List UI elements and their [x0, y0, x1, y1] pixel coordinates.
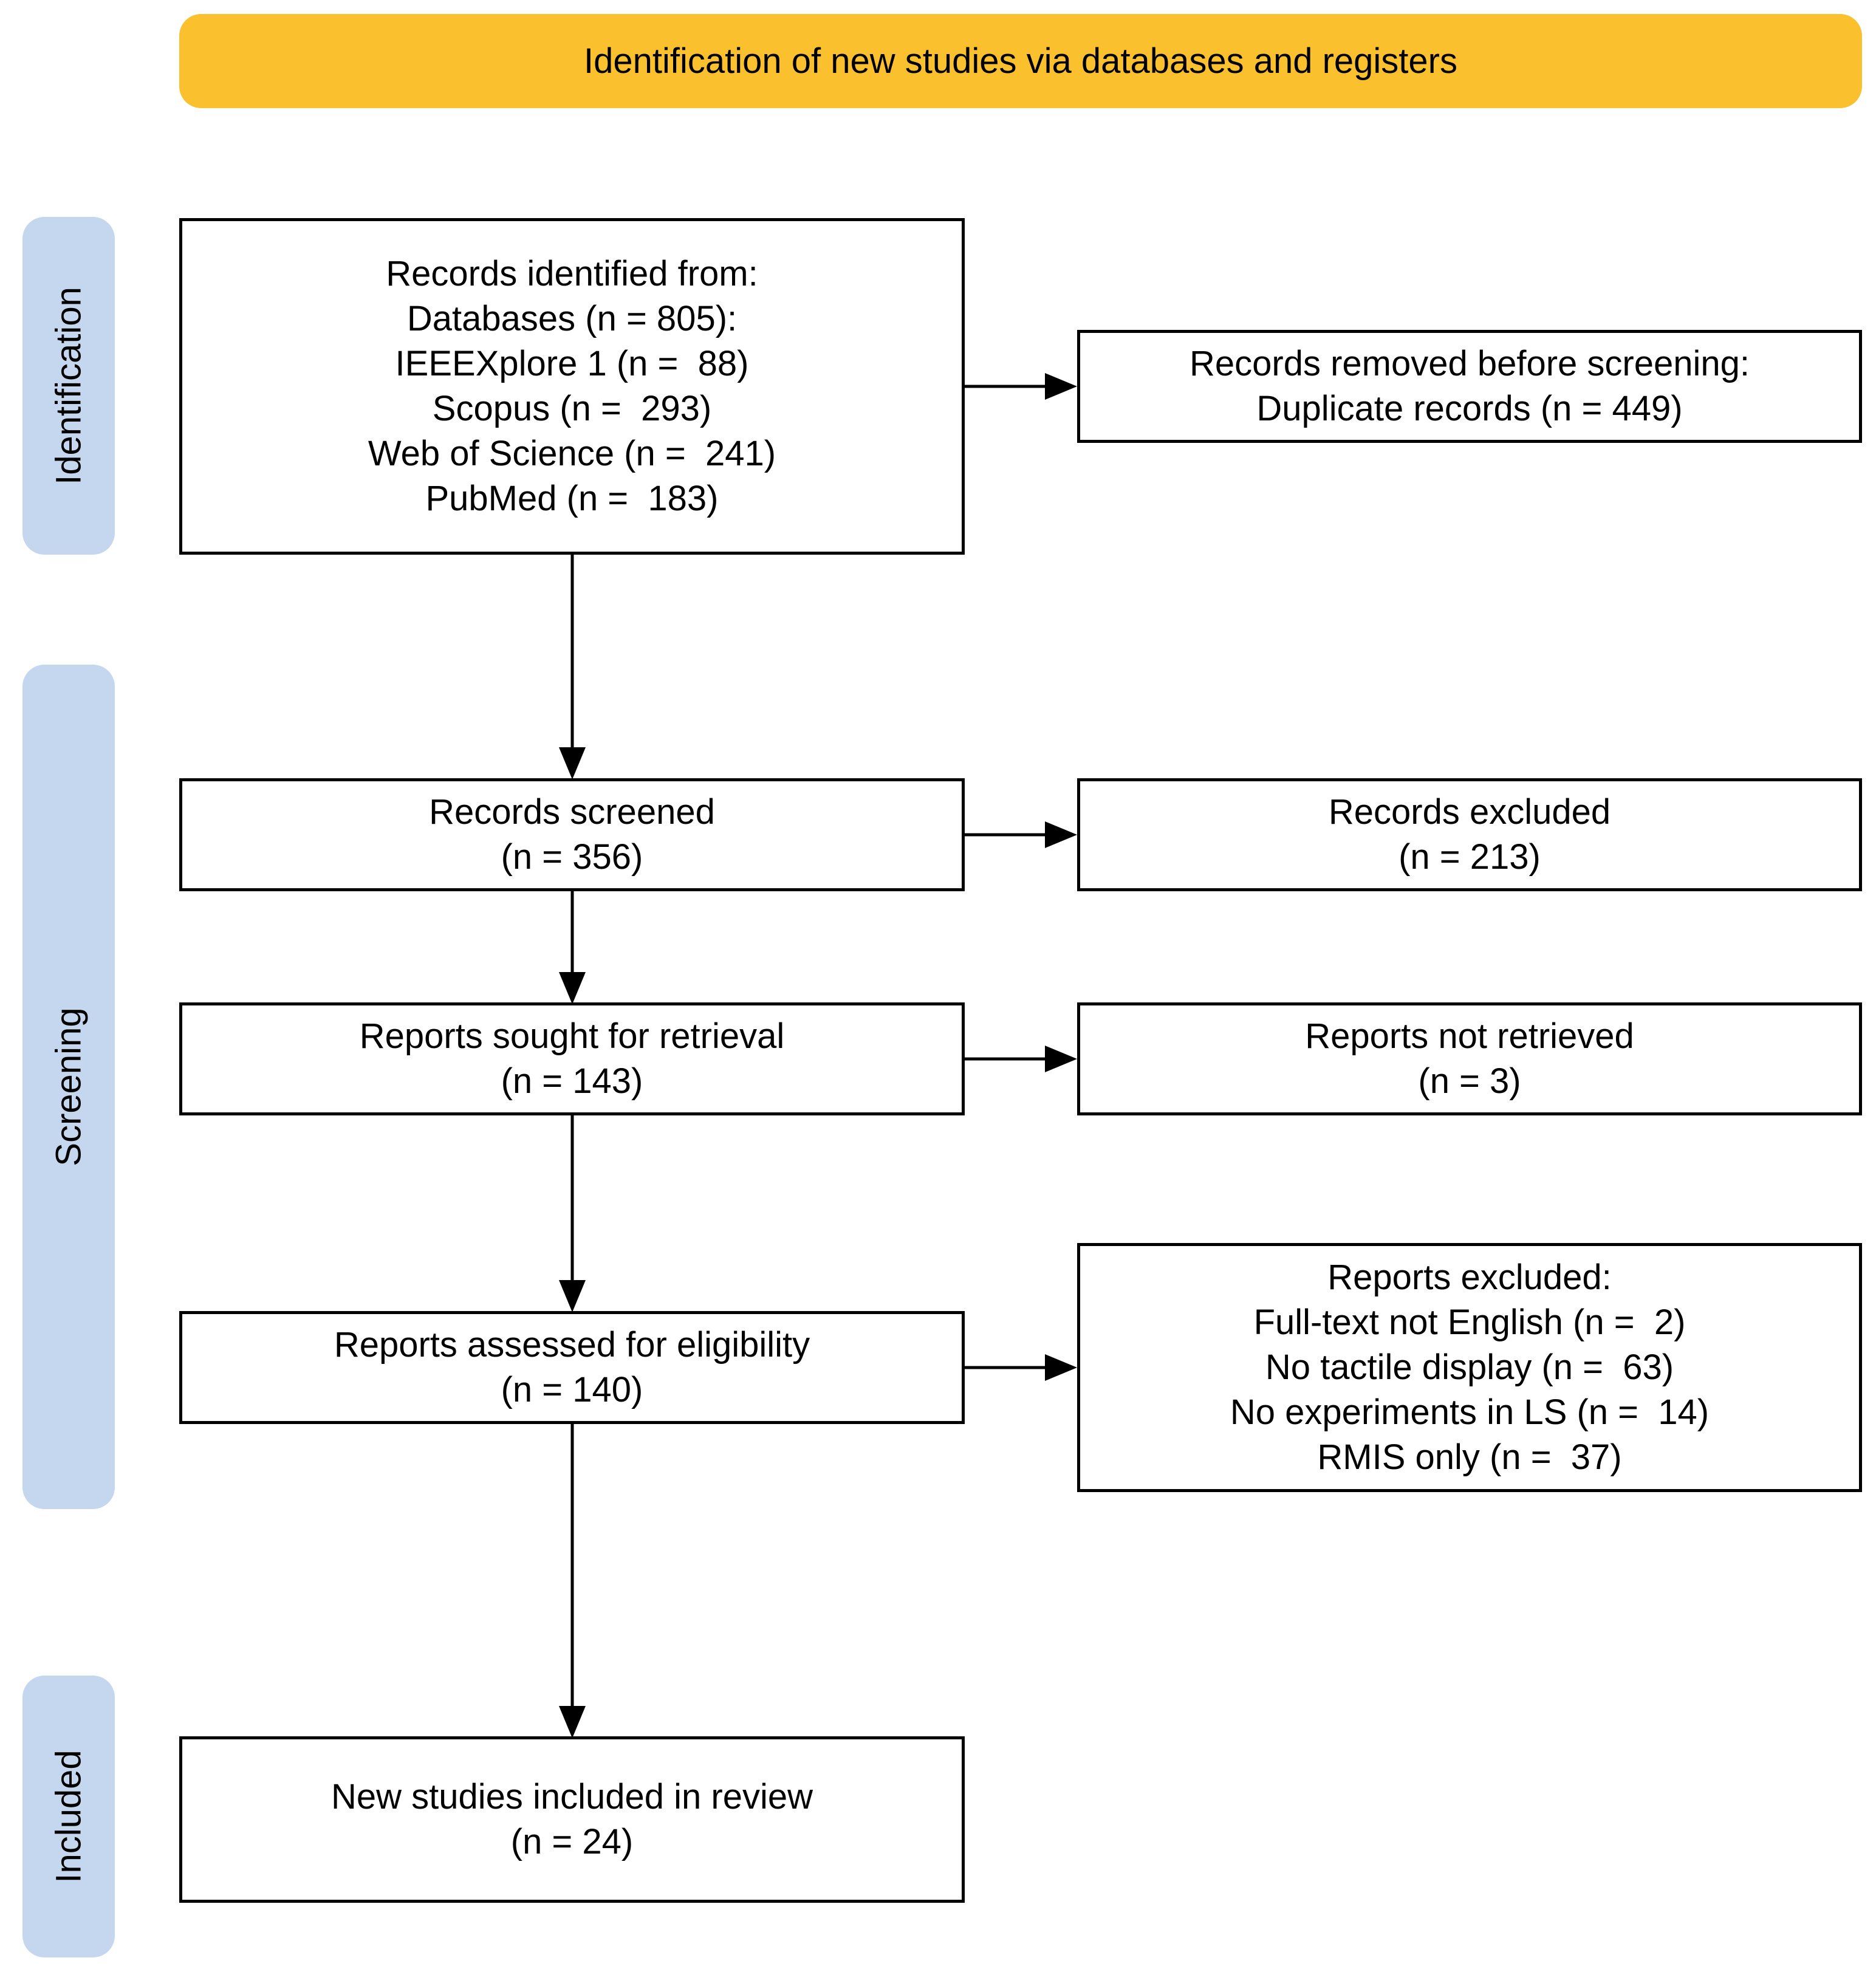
reports-not-retrieved-line: Reports not retrieved	[1305, 1016, 1634, 1056]
box-reports-not-retrieved: Reports not retrieved (n = 3)	[1077, 1002, 1862, 1115]
box-reports-sought: Reports sought for retrieval (n = 143)	[179, 1002, 965, 1115]
box-studies-included: New studies included in review (n = 24)	[179, 1736, 965, 1903]
reports-sought-line: Reports sought for retrieval	[359, 1016, 785, 1056]
records-screened-line: (n = 356)	[501, 837, 643, 877]
records-removed-line: Records removed before screening:	[1189, 344, 1750, 383]
arrowhead-down-4	[559, 1706, 586, 1738]
arrowhead-right-1	[1045, 373, 1077, 400]
records-identified-line: Web of Science (n = 241)	[368, 434, 776, 473]
records-identified-line: PubMed (n = 183)	[425, 479, 719, 518]
reports-excluded-line: No experiments in LS (n = 14)	[1230, 1392, 1710, 1432]
header-title: Identification of new studies via databa…	[584, 41, 1457, 81]
records-identified-line: IEEEXplore 1 (n = 88)	[395, 344, 749, 383]
studies-included-line: New studies included in review	[330, 1777, 813, 1817]
box-records-removed: Records removed before screening: Duplic…	[1077, 330, 1862, 443]
records-identified-line: Scopus (n = 293)	[432, 389, 712, 428]
reports-sought-line: (n = 143)	[501, 1061, 643, 1101]
phase-included: Included	[22, 1676, 115, 1957]
arrowhead-down-1	[559, 747, 586, 779]
records-identified-line: Databases (n = 805):	[406, 299, 738, 338]
box-reports-assessed: Reports assessed for eligibility (n = 14…	[179, 1311, 965, 1424]
records-screened-line: Records screened	[429, 792, 715, 832]
box-records-screened: Records screened (n = 356)	[179, 778, 965, 891]
phase-identification: Identification	[22, 217, 115, 555]
reports-excluded-line: RMIS only (n = 37)	[1317, 1437, 1622, 1477]
phase-screening: Screening	[22, 665, 115, 1509]
box-reports-excluded: Reports excluded: Full-text not English …	[1077, 1243, 1862, 1492]
records-excluded-line: (n = 213)	[1398, 837, 1541, 877]
reports-assessed-line: (n = 140)	[501, 1370, 643, 1409]
arrowhead-down-3	[559, 1280, 586, 1312]
header-banner: Identification of new studies via databa…	[179, 14, 1862, 108]
records-identified-line: Records identified from:	[386, 254, 758, 293]
arrowhead-right-3	[1045, 1046, 1077, 1072]
arrowhead-right-2	[1045, 821, 1077, 848]
reports-excluded-line: No tactile display (n = 63)	[1265, 1347, 1674, 1387]
reports-not-retrieved-line: (n = 3)	[1418, 1061, 1521, 1101]
reports-excluded-line: Reports excluded:	[1327, 1258, 1612, 1297]
arrowhead-right-4	[1045, 1354, 1077, 1381]
studies-included-line: (n = 24)	[510, 1822, 634, 1861]
records-removed-line: Duplicate records (n = 449)	[1256, 389, 1683, 428]
reports-assessed-line: Reports assessed for eligibility	[334, 1325, 810, 1365]
records-excluded-line: Records excluded	[1328, 792, 1611, 832]
reports-excluded-line: Full-text not English (n = 2)	[1253, 1303, 1686, 1342]
box-records-identified: Records identified from: Databases (n = …	[179, 218, 965, 555]
arrowhead-down-2	[559, 972, 586, 1004]
box-records-excluded: Records excluded (n = 213)	[1077, 778, 1862, 891]
